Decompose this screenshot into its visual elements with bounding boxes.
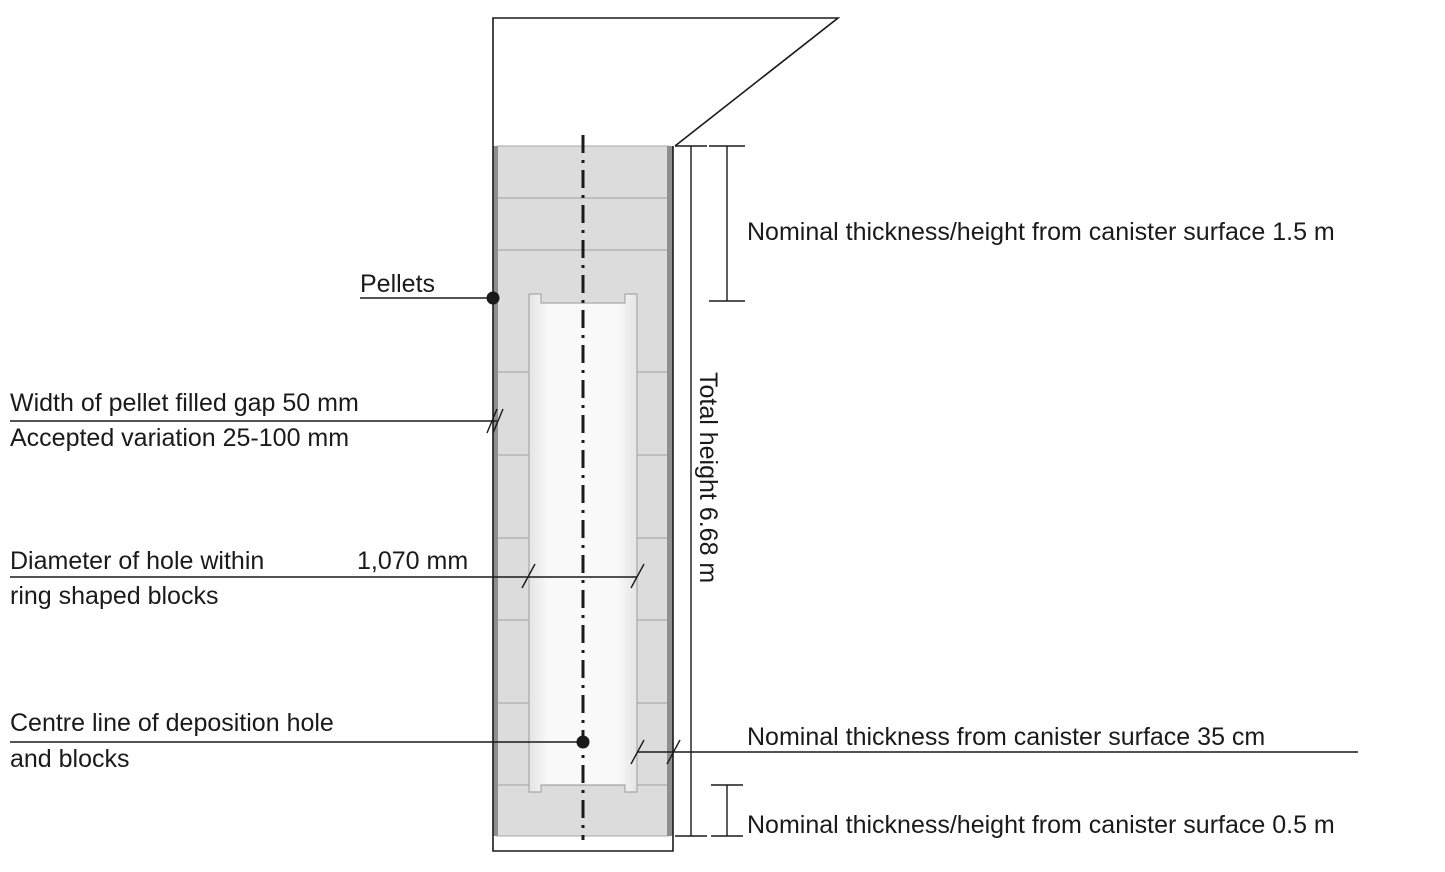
canister-hole [528, 293, 638, 793]
hole-diameter-label: Diameter of hole within [10, 547, 264, 575]
ring-blocks-label: ring shaped blocks [10, 582, 218, 610]
centre-line-marker [576, 735, 590, 749]
hole-bottom [492, 836, 674, 852]
gap-variation-label: Accepted variation 25-100 mm [10, 424, 349, 452]
side-thickness-label: Nominal thickness from canister surface … [747, 723, 1265, 751]
total-height-label: Total height 6.68 m [694, 372, 722, 583]
pellets-marker [486, 291, 500, 305]
ring-block-joints [497, 371, 669, 704]
bottom-thickness-label: Nominal thickness/height from canister s… [747, 811, 1335, 839]
pellet-gap-right [667, 146, 673, 836]
tunnel-outline [492, 17, 841, 147]
centre-line-label: Centre line of deposition hole [10, 709, 334, 737]
hole-diameter-value: 1,070 mm [357, 547, 468, 575]
gap-width-label: Width of pellet filled gap 50 mm [10, 389, 359, 417]
centre-line-label-2: and blocks [10, 745, 130, 773]
pellet-gap-left [493, 146, 498, 836]
top-thickness-label: Nominal thickness/height from canister s… [747, 218, 1335, 246]
pellets-label: Pellets [360, 270, 435, 298]
